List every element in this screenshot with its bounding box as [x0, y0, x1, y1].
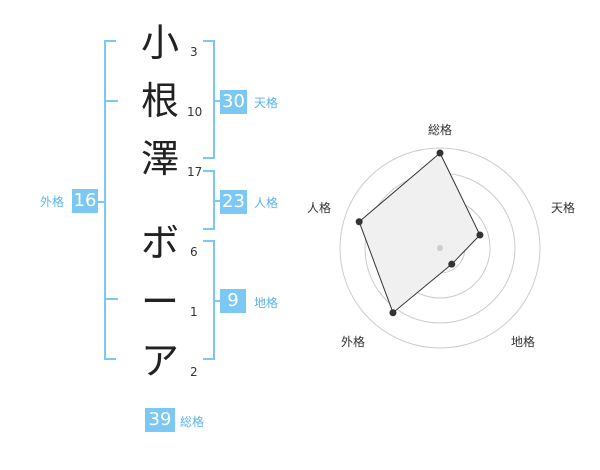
radar-data-polygon: [358, 152, 481, 314]
gaikaku-bracket-tick: [104, 298, 118, 300]
name-char: ー: [141, 280, 180, 324]
radar-points: [355, 149, 484, 317]
name-char: 澤: [141, 137, 180, 181]
radar-point: [476, 231, 484, 239]
gaikaku-label: 外格: [40, 195, 65, 209]
gaikaku-bracket: [104, 40, 116, 360]
jinkaku-bracket-connector: [213, 200, 222, 202]
radar-ring: [389, 197, 491, 299]
radar-point: [355, 218, 363, 226]
soukaku-label: 総格: [180, 415, 205, 429]
radar-ring: [414, 222, 466, 274]
tenkaku-label: 天格: [254, 96, 279, 110]
name-char: ボ: [141, 221, 180, 265]
chikaku-value: 9: [220, 289, 246, 313]
tenkaku-bracket: [203, 40, 215, 159]
tenkaku-value: 30: [220, 90, 247, 114]
radar-axis-label-chikaku: 地格: [511, 335, 536, 349]
stroke-count: 17: [187, 165, 203, 179]
name-char: ア: [141, 339, 180, 383]
name-char: 根: [141, 79, 180, 123]
stroke-count: 1: [190, 305, 198, 319]
jinkaku-label: 人格: [254, 196, 279, 210]
gaikaku-bracket-connector: [98, 201, 106, 203]
radar-point: [389, 309, 397, 317]
radar-axis-label-tenkaku: 天格: [551, 201, 576, 215]
jinkaku-value: 23: [220, 190, 247, 214]
radar-axis-label-soukaku: 総格: [428, 123, 453, 137]
name-char: 小: [141, 21, 180, 65]
radar-center-dot: [437, 245, 443, 251]
radar-point: [436, 149, 444, 157]
radar-rings: [339, 147, 541, 349]
chikaku-bracket-connector: [213, 300, 222, 302]
tenkaku-bracket-connector: [213, 100, 222, 102]
gaikaku-bracket-tick: [104, 100, 118, 102]
chikaku-label: 地格: [254, 296, 279, 310]
radar-ring: [364, 172, 516, 324]
radar-axis-label-jinkaku: 人格: [307, 201, 332, 215]
stroke-count: 2: [190, 365, 198, 379]
radar-ring: [339, 147, 541, 349]
stroke-count: 3: [190, 45, 198, 59]
stroke-count: 6: [190, 245, 198, 259]
radar-point: [448, 260, 456, 268]
gaikaku-value: 16: [72, 189, 98, 213]
radar-axis-label-gaikaku: 外格: [341, 335, 366, 349]
stroke-count: 10: [187, 105, 203, 119]
soukaku-value: 39: [145, 408, 175, 432]
